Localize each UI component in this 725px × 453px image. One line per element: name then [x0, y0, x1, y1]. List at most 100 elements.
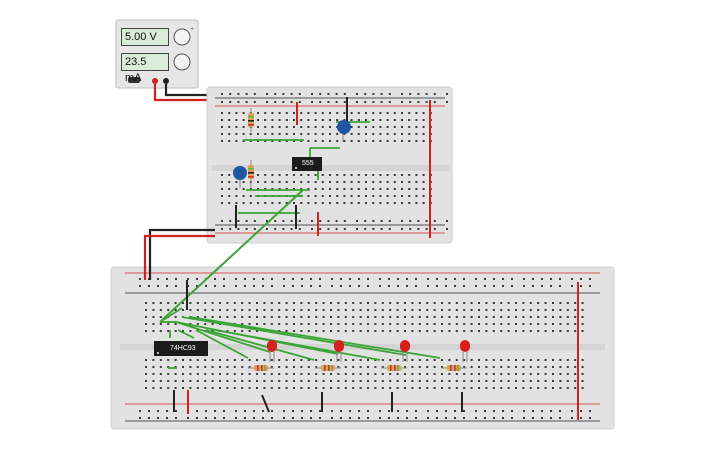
- breadboard-hole[interactable]: [455, 330, 458, 332]
- breadboard-hole[interactable]: [321, 195, 324, 197]
- rail-hole[interactable]: [559, 417, 561, 419]
- breadboard-hole[interactable]: [189, 373, 192, 375]
- breadboard-hole[interactable]: [507, 323, 510, 325]
- breadboard-hole[interactable]: [433, 302, 436, 304]
- breadboard-hole[interactable]: [314, 140, 317, 142]
- breadboard-hole[interactable]: [559, 380, 562, 382]
- breadboard-hole[interactable]: [145, 323, 147, 325]
- breadboard-hole[interactable]: [211, 387, 214, 389]
- rail-hole[interactable]: [343, 220, 346, 222]
- breadboard-hole[interactable]: [321, 112, 324, 114]
- breadboard-hole[interactable]: [507, 387, 510, 389]
- rail-hole[interactable]: [262, 285, 264, 287]
- breadboard-hole[interactable]: [359, 323, 362, 325]
- breadboard-hole[interactable]: [408, 112, 411, 114]
- rail-hole[interactable]: [253, 93, 256, 95]
- breadboard-hole[interactable]: [396, 387, 399, 389]
- rail-hole[interactable]: [262, 278, 264, 280]
- breadboard-hole[interactable]: [411, 302, 414, 304]
- rail-hole[interactable]: [417, 93, 420, 95]
- breadboard-hole[interactable]: [396, 359, 399, 361]
- rail-hole[interactable]: [290, 220, 293, 222]
- rail-hole[interactable]: [415, 410, 417, 412]
- breadboard-hole[interactable]: [293, 373, 295, 375]
- breadboard-hole[interactable]: [256, 302, 258, 304]
- breadboard-hole[interactable]: [278, 202, 281, 204]
- breadboard-hole[interactable]: [263, 309, 266, 311]
- rail-hole[interactable]: [427, 417, 429, 419]
- breadboard-hole[interactable]: [257, 174, 259, 176]
- breadboard-hole[interactable]: [330, 309, 332, 311]
- breadboard-hole[interactable]: [389, 387, 392, 389]
- clock-signal-wire[interactable]: [159, 189, 304, 323]
- breadboard-hole[interactable]: [314, 174, 317, 176]
- breadboard-hole[interactable]: [415, 119, 418, 121]
- breadboard-hole[interactable]: [152, 387, 155, 389]
- rail-hole[interactable]: [523, 285, 525, 287]
- breadboard-hole[interactable]: [404, 380, 406, 382]
- breadboard-hole[interactable]: [374, 316, 377, 318]
- breadboard-hole[interactable]: [381, 387, 384, 389]
- breadboard-hole[interactable]: [393, 174, 396, 176]
- breadboard-hole[interactable]: [350, 195, 353, 197]
- rail-hole[interactable]: [343, 93, 346, 95]
- breadboard-hole[interactable]: [470, 359, 473, 361]
- breadboard-hole[interactable]: [263, 323, 266, 325]
- breadboard-hole[interactable]: [581, 387, 584, 389]
- breadboard-hole[interactable]: [300, 133, 303, 135]
- breadboard-hole[interactable]: [522, 330, 525, 332]
- rail-hole[interactable]: [454, 278, 456, 280]
- breadboard-hole[interactable]: [241, 316, 244, 318]
- rail-hole[interactable]: [310, 285, 312, 287]
- breadboard-hole[interactable]: [415, 195, 418, 197]
- breadboard-hole[interactable]: [271, 174, 274, 176]
- breadboard-hole[interactable]: [367, 380, 369, 382]
- rail-hole[interactable]: [484, 278, 486, 280]
- breadboard-hole[interactable]: [379, 112, 382, 114]
- rail-hole[interactable]: [406, 278, 408, 280]
- breadboard-hole[interactable]: [418, 373, 421, 375]
- rail-hole[interactable]: [502, 417, 504, 419]
- rail-hole[interactable]: [237, 101, 240, 103]
- breadboard-hole[interactable]: [374, 330, 377, 332]
- rail-hole[interactable]: [364, 220, 367, 222]
- breadboard-hole[interactable]: [492, 302, 495, 304]
- breadboard-hole[interactable]: [322, 387, 325, 389]
- breadboard-hole[interactable]: [367, 387, 369, 389]
- rail-hole[interactable]: [367, 285, 369, 287]
- rail-hole[interactable]: [475, 285, 477, 287]
- breadboard-hole[interactable]: [145, 387, 147, 389]
- breadboard-hole[interactable]: [167, 359, 170, 361]
- breadboard-hole[interactable]: [235, 140, 238, 142]
- breadboard-hole[interactable]: [152, 316, 155, 318]
- rail-hole[interactable]: [367, 410, 369, 412]
- breadboard-hole[interactable]: [337, 373, 340, 375]
- breadboard-hole[interactable]: [314, 188, 317, 190]
- breadboard-hole[interactable]: [463, 366, 466, 368]
- breadboard-hole[interactable]: [204, 359, 207, 361]
- breadboard-hole[interactable]: [418, 330, 421, 332]
- breadboard-hole[interactable]: [152, 330, 155, 332]
- power-switch[interactable]: [128, 77, 140, 83]
- breadboard-hole[interactable]: [315, 387, 318, 389]
- breadboard-hole[interactable]: [300, 202, 303, 204]
- breadboard-hole[interactable]: [372, 140, 375, 142]
- breadboard-hole[interactable]: [242, 119, 245, 121]
- breadboard-hole[interactable]: [433, 330, 436, 332]
- rail-hole[interactable]: [409, 93, 412, 95]
- breadboard-hole[interactable]: [537, 330, 540, 332]
- breadboard-hole[interactable]: [337, 366, 340, 368]
- rail-hole[interactable]: [433, 101, 436, 103]
- breadboard-hole[interactable]: [559, 316, 562, 318]
- breadboard-hole[interactable]: [463, 330, 466, 332]
- breadboard-hole[interactable]: [344, 309, 347, 311]
- breadboard-hole[interactable]: [401, 133, 403, 135]
- rail-hole[interactable]: [580, 285, 582, 287]
- breadboard-hole[interactable]: [372, 195, 375, 197]
- breadboard-hole[interactable]: [285, 133, 288, 135]
- breadboard-hole[interactable]: [330, 330, 332, 332]
- breadboard-hole[interactable]: [242, 195, 245, 197]
- breadboard-hole[interactable]: [233, 373, 236, 375]
- rail-hole[interactable]: [463, 285, 465, 287]
- breadboard-hole[interactable]: [374, 302, 377, 304]
